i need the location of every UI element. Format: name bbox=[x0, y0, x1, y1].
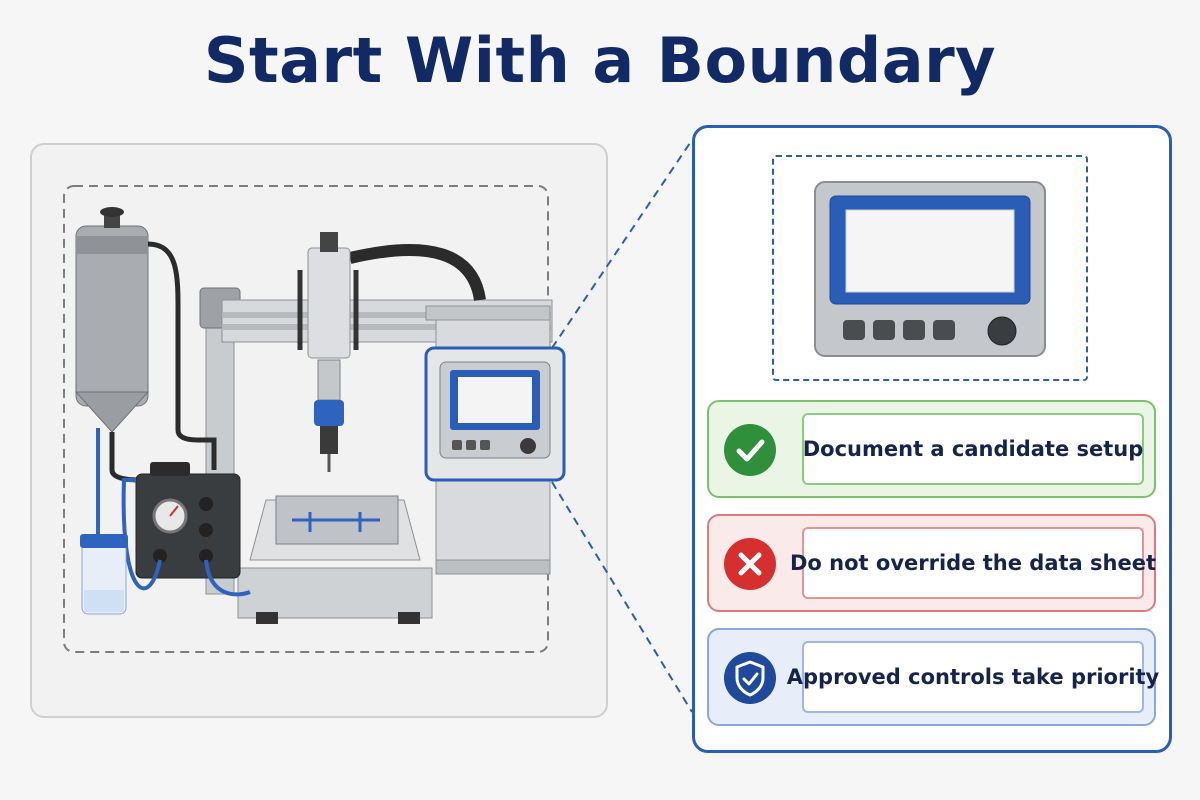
work-table-base bbox=[237, 567, 433, 619]
shield-check-icon bbox=[724, 652, 776, 704]
machine-boundary-dashed bbox=[63, 185, 549, 653]
dispense-valve bbox=[314, 400, 344, 426]
rule-label: Approved controls take priority bbox=[787, 641, 1159, 713]
pressure-controller bbox=[135, 473, 241, 579]
rule-label: Do not override the data sheet bbox=[790, 527, 1156, 599]
control-panel-zoom-boundary bbox=[772, 155, 1088, 381]
dispense-head-carriage bbox=[307, 247, 351, 359]
check-icon bbox=[724, 424, 776, 476]
rule-card-approved-controls: Approved controls take priority bbox=[707, 628, 1159, 726]
page-title: Start With a Boundary bbox=[203, 24, 997, 97]
rule-card-document-candidate: Document a candidate setup bbox=[707, 400, 1156, 498]
x-icon bbox=[724, 538, 776, 590]
cable-carrier bbox=[348, 244, 486, 302]
rule-label: Document a candidate setup bbox=[802, 413, 1144, 485]
rule-card-do-not-override: Do not override the data sheet bbox=[707, 514, 1156, 612]
